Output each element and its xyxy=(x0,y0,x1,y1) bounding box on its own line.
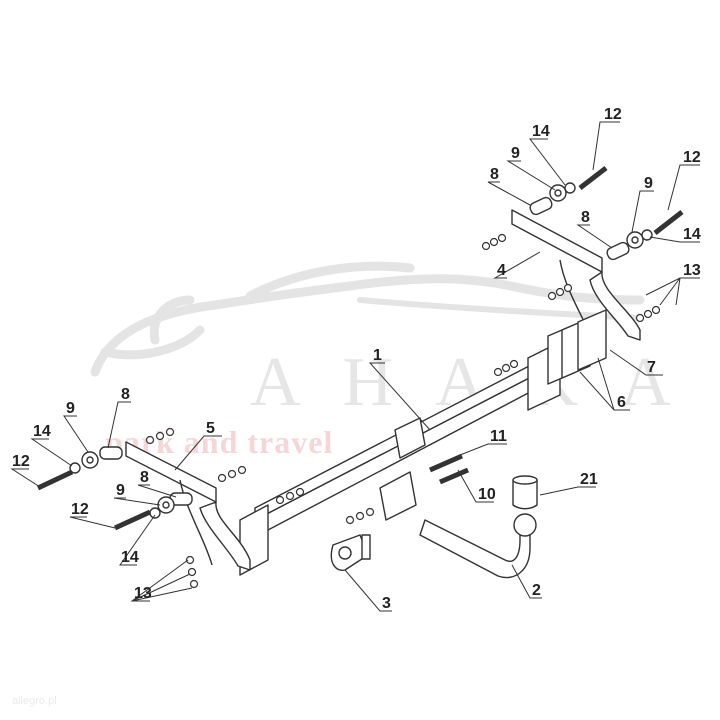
part-label-9: 9 xyxy=(511,145,520,162)
part-label-11: 11 xyxy=(490,428,507,445)
part-label-14: 14 xyxy=(121,549,139,566)
part-label-9: 9 xyxy=(116,482,125,499)
part-label-5: 5 xyxy=(206,420,215,437)
part-label-8: 8 xyxy=(581,209,590,226)
part-label-13: 13 xyxy=(683,262,701,279)
part-label-8: 8 xyxy=(140,469,149,486)
part-label-12: 12 xyxy=(683,149,701,166)
part-label-13: 13 xyxy=(134,585,152,602)
part-label-7: 7 xyxy=(647,359,656,376)
part-label-12: 12 xyxy=(604,106,622,123)
part-label-9: 9 xyxy=(644,175,653,192)
part-label-1: 1 xyxy=(373,347,382,364)
part-label-12: 12 xyxy=(71,501,89,518)
part-label-10: 10 xyxy=(478,486,496,503)
footer-watermark: allegro.pl xyxy=(12,695,57,707)
part-label-8: 8 xyxy=(121,386,130,403)
part-label-21: 21 xyxy=(580,471,598,488)
part-label-2: 2 xyxy=(532,582,541,599)
part-label-14: 14 xyxy=(33,423,51,440)
part-label-9: 9 xyxy=(66,400,75,417)
part-label-12: 12 xyxy=(12,453,30,470)
part-label-6: 6 xyxy=(617,394,626,411)
part-label-8: 8 xyxy=(490,166,499,183)
part-label-14: 14 xyxy=(683,226,701,243)
part-label-3: 3 xyxy=(382,595,391,612)
part-label-4: 4 xyxy=(497,262,506,279)
part-label-14: 14 xyxy=(532,123,550,140)
left-bracket-part-5 xyxy=(125,441,251,571)
